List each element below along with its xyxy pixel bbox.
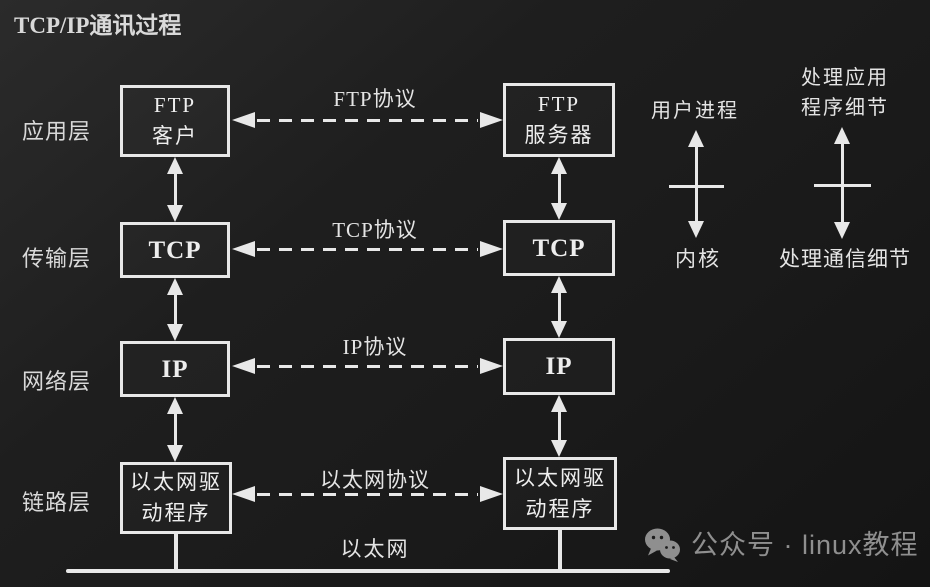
node-ftp-client: FTP 客户 xyxy=(120,85,230,157)
node-label: 以太网驱 xyxy=(130,470,222,494)
arrowhead-up-icon xyxy=(167,397,183,414)
node-ethernet-driver-right: 以太网驱 动程序 xyxy=(503,457,617,530)
boundary-crossbar xyxy=(669,185,724,188)
node-label: 以太网驱 xyxy=(514,465,606,490)
arrowhead-left-icon xyxy=(232,241,255,257)
arrow-shaft xyxy=(841,137,844,229)
arrowhead-right-icon xyxy=(480,241,503,257)
dashed-line xyxy=(257,492,478,496)
arrowhead-left-icon xyxy=(232,486,255,502)
node-label: FTP xyxy=(153,93,197,117)
comm-details-label: 处理通信细节 xyxy=(779,247,911,271)
protocol-label-ip: IP协议 xyxy=(342,335,408,359)
user-kernel-boundary-arrow xyxy=(688,130,706,238)
vertical-double-arrow xyxy=(167,278,185,341)
node-ftp-server: FTP 服务器 xyxy=(503,83,615,157)
protocol-link-ip xyxy=(232,355,503,377)
detail-boundary-arrow xyxy=(834,127,852,239)
arrowhead-up-icon xyxy=(688,130,704,147)
vertical-double-arrow xyxy=(167,397,185,462)
arrowhead-up-icon xyxy=(551,157,567,174)
arrowhead-up-icon xyxy=(167,278,183,295)
layer-label-transport: 传输层 xyxy=(22,246,92,271)
arrowhead-up-icon xyxy=(551,276,567,293)
layer-label-application: 应用层 xyxy=(22,119,92,144)
wechat-icon xyxy=(645,528,680,562)
kernel-label: 内核 xyxy=(675,247,721,271)
arrow-shaft xyxy=(174,407,177,452)
protocol-label-tcp: TCP协议 xyxy=(332,218,418,242)
vertical-double-arrow xyxy=(167,157,185,222)
vertical-double-arrow xyxy=(551,276,569,338)
app-details-label: 处理应用 程序细节 xyxy=(795,63,895,123)
node-ip-right: IP xyxy=(503,338,615,395)
node-label: TCP xyxy=(148,236,202,264)
arrowhead-down-icon xyxy=(688,221,704,238)
arrowhead-left-icon xyxy=(232,112,255,128)
watermark: 公众号 · linux教程 xyxy=(644,527,919,563)
protocol-label-ftp: FTP协议 xyxy=(333,87,417,111)
app-details-line1: 处理应用 xyxy=(801,67,889,89)
arrowhead-up-icon xyxy=(167,157,183,174)
arrowhead-down-icon xyxy=(167,205,183,222)
dashed-line xyxy=(257,118,478,122)
protocol-link-ftp xyxy=(232,109,503,131)
layer-label-network: 网络层 xyxy=(22,369,92,394)
node-label: FTP xyxy=(537,92,581,116)
node-label: 动程序 xyxy=(141,501,211,525)
arrowhead-down-icon xyxy=(167,324,183,341)
arrow-shaft xyxy=(558,286,561,328)
arrow-shaft xyxy=(558,405,561,447)
node-label: IP xyxy=(545,353,573,380)
node-label: 动程序 xyxy=(525,496,595,521)
boundary-crossbar xyxy=(814,184,871,187)
diagram-title: TCP/IP通讯过程 xyxy=(14,13,182,38)
node-ethernet-driver-left: 以太网驱 动程序 xyxy=(120,462,232,534)
layer-label-link: 链路层 xyxy=(22,490,92,515)
arrowhead-up-icon xyxy=(551,395,567,412)
arrowhead-right-icon xyxy=(480,112,503,128)
node-label: TCP xyxy=(532,234,586,262)
arrow-shaft xyxy=(558,167,561,210)
arrow-shaft xyxy=(695,140,698,228)
arrow-shaft xyxy=(174,288,177,331)
node-ip-left: IP xyxy=(120,341,230,397)
app-details-line2: 程序细节 xyxy=(801,97,889,119)
ethernet-stub-right xyxy=(558,530,562,571)
protocol-label-ethernet: 以太网协议 xyxy=(320,468,430,492)
watermark-text: 公众号 · linux教程 xyxy=(691,530,919,560)
dashed-line xyxy=(257,247,478,251)
vertical-double-arrow xyxy=(551,395,569,457)
arrowhead-right-icon xyxy=(480,486,503,502)
ethernet-stub-left xyxy=(174,534,178,571)
ethernet-label: 以太网 xyxy=(340,537,410,561)
protocol-link-ethernet xyxy=(232,483,503,505)
arrowhead-right-icon xyxy=(480,358,503,374)
ethernet-bus-line xyxy=(66,569,670,573)
arrowhead-down-icon xyxy=(167,445,183,462)
dashed-line xyxy=(257,364,478,368)
node-label: 客户 xyxy=(152,124,198,148)
node-tcp-left: TCP xyxy=(120,222,230,278)
vertical-double-arrow xyxy=(551,157,569,220)
arrow-shaft xyxy=(174,167,177,212)
arrowhead-down-icon xyxy=(551,440,567,457)
user-process-label: 用户进程 xyxy=(651,100,739,122)
node-label: IP xyxy=(161,355,189,383)
arrowhead-down-icon xyxy=(551,203,567,220)
node-tcp-right: TCP xyxy=(503,220,615,276)
arrowhead-up-icon xyxy=(834,127,850,144)
protocol-link-tcp xyxy=(232,238,503,260)
arrowhead-left-icon xyxy=(232,358,255,374)
node-label: 服务器 xyxy=(524,123,594,147)
arrowhead-down-icon xyxy=(834,222,850,239)
arrowhead-down-icon xyxy=(551,321,567,338)
